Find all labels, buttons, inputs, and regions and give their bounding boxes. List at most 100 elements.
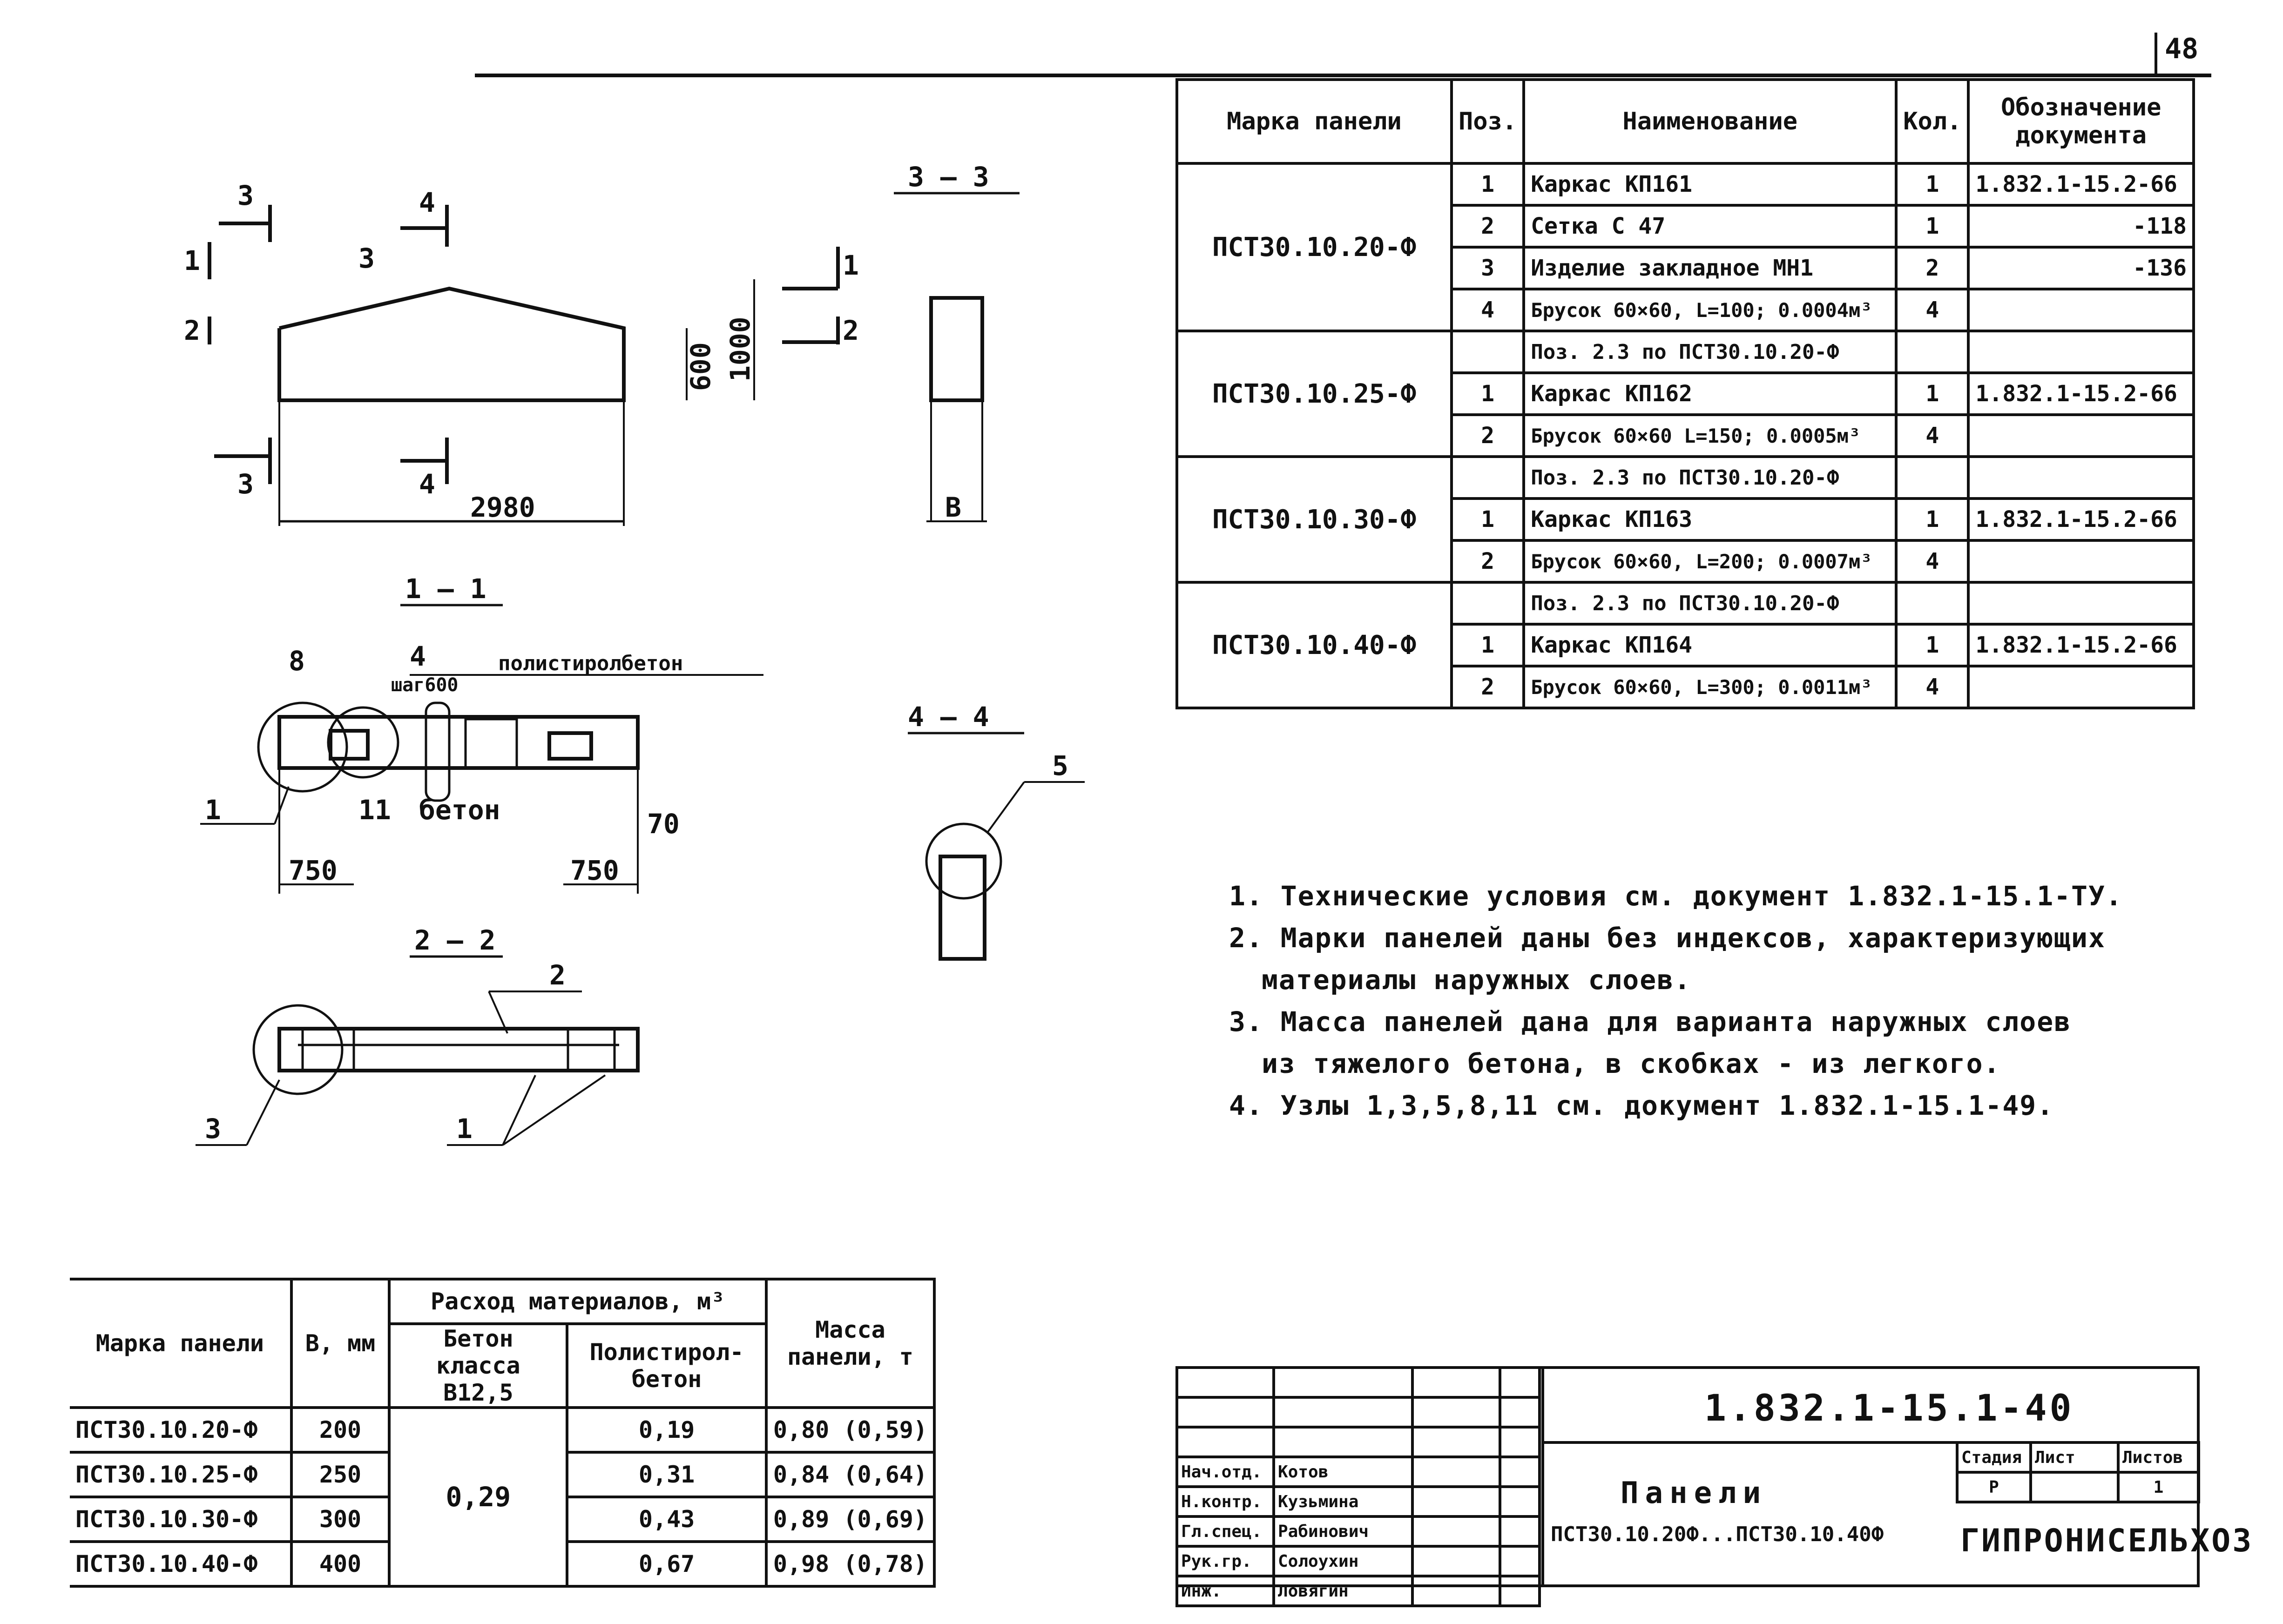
table-row: ПСТ30.10.25-Ф Поз. 2.3 по ПСТ30.10.20-Ф xyxy=(1175,330,2195,458)
spec-header-name: Наименование xyxy=(1522,78,1898,165)
note-line: материалы наружных слоев. xyxy=(1262,964,1691,996)
mat-b: 200 xyxy=(290,1406,391,1454)
spec-doc xyxy=(1967,539,2195,584)
note-line: 1. Технические условия см. документ 1.83… xyxy=(1229,880,2123,912)
spec-doc xyxy=(1967,665,2195,709)
signature-row: Инж.Ловягин xyxy=(1175,1575,1541,1607)
spec-qty: 2 xyxy=(1895,246,1970,290)
spec-pos: 1 xyxy=(1450,371,1526,416)
title-block: Нач.отд.Котов Н.контр.Кузьмина Гл.спец.Р… xyxy=(1175,1366,2251,1607)
mat-b: 400 xyxy=(290,1540,391,1588)
sheet-label: Лист xyxy=(2029,1441,2120,1474)
spec-mark: ПСТ30.10.40-Ф xyxy=(1175,581,1453,709)
dim-length: 2980 xyxy=(470,492,535,523)
spec-pos: 1 xyxy=(1450,623,1526,667)
spec-name: Каркас КП163 xyxy=(1522,497,1898,542)
spec-header-pos: Поз. xyxy=(1450,78,1526,165)
spec-header-mark: Марка панели xyxy=(1175,78,1453,165)
section-3-3-title: 3 – 3 xyxy=(908,161,989,193)
sig-role: Рук.гр. xyxy=(1175,1545,1275,1577)
table-row: 1 Каркас КП162 1 1.832.1-15.2-66 xyxy=(1177,371,2195,416)
signature-row: Нач.отд.Котов xyxy=(1175,1456,1541,1488)
section-2-2-title: 2 – 2 xyxy=(414,924,496,956)
spec-pos: 3 xyxy=(1450,246,1526,290)
spec-doc xyxy=(1967,413,2195,458)
table-row: ПСТ30.10.40-Ф 400 0,67 0,98 (0,78) xyxy=(70,1540,936,1588)
spec-doc: 1.832.1-15.2-66 xyxy=(1967,371,2195,416)
table-row: 2 Брусок 60×60, L=200; 0.0007м³ 4 xyxy=(1177,539,2195,584)
spec-qty: 1 xyxy=(1895,204,1970,249)
spec-qty: 4 xyxy=(1895,539,1970,584)
table-row: 1 Каркас КП164 1 1.832.1-15.2-66 xyxy=(1177,623,2195,667)
mat-header-row-2: Бетон класса В12,5 Полистирол-бетон xyxy=(70,1322,934,1409)
mat-mark: ПСТ30.10.20-Ф xyxy=(70,1406,293,1454)
signature-row: Н.контр.Кузьмина xyxy=(1175,1485,1541,1518)
signature-row: Рук.гр.Солоухин xyxy=(1175,1545,1541,1577)
label-polystyrene-concrete: полистиролбетон xyxy=(498,652,683,675)
spec-name: Каркас КП164 xyxy=(1522,623,1898,667)
cut-label-4-top: 4 xyxy=(419,187,435,218)
spec-name: Поз. 2.3 по ПСТ30.10.20-Ф xyxy=(1522,330,1898,374)
mat-header-mark: Марка панели xyxy=(70,1278,293,1409)
cut-label-2-right: 2 xyxy=(843,315,859,346)
spec-pos xyxy=(1450,330,1526,374)
mat-poly: 0,31 xyxy=(566,1451,768,1498)
mat-mark: ПСТ30.10.40-Ф xyxy=(70,1540,293,1588)
mat-mark: ПСТ30.10.25-Ф xyxy=(70,1451,293,1498)
table-row: ПСТ30.10.20-Ф 1 Каркас КП161 1 1.832.1-1… xyxy=(1175,162,2195,332)
spec-doc: -118 xyxy=(1967,204,2195,249)
cut-label-2-left: 2 xyxy=(184,315,200,346)
label-beton: бетон xyxy=(419,794,500,826)
cut-label-4-bottom: 4 xyxy=(419,468,435,500)
cut-label-3-bottom: 3 xyxy=(237,468,254,500)
spec-header-doc: Обозначение документа xyxy=(1967,78,2195,165)
spec-name: Брусок 60×60 L=150; 0.0005м³ xyxy=(1522,413,1898,458)
section-4-4-title: 4 – 4 xyxy=(908,701,989,733)
document-code: 1.832.1-15.1-40 xyxy=(1704,1388,2074,1429)
spec-doc: 1.832.1-15.2-66 xyxy=(1967,162,2195,207)
spec-doc xyxy=(1967,581,2195,626)
mat-mass: 0,84 (0,64) xyxy=(764,1451,936,1498)
mat-header-row-1: Марка панели B, мм Расход материалов, м³… xyxy=(70,1278,936,1409)
document-title: Панели xyxy=(1621,1476,1768,1510)
mat-b: 250 xyxy=(290,1451,391,1498)
spec-header-qty: Кол. xyxy=(1895,78,1970,165)
spec-qty xyxy=(1895,455,1970,500)
spec-pos xyxy=(1450,455,1526,500)
table-row: ПСТ30.10.30-Ф 300 0,43 0,89 (0,69) xyxy=(70,1496,936,1543)
label-1-section-22: 1 xyxy=(456,1113,473,1145)
note-line: 3. Масса панелей дана для варианта наруж… xyxy=(1229,1006,2072,1038)
mat-header-concrete: Бетон класса В12,5 xyxy=(388,1322,569,1409)
mat-header-consumption: Расход материалов, м³ xyxy=(388,1278,768,1325)
spec-name: Поз. 2.3 по ПСТ30.10.20-Ф xyxy=(1522,455,1898,500)
spec-mark: ПСТ30.10.25-Ф xyxy=(1175,330,1453,458)
label-3-section: 3 xyxy=(205,1113,221,1145)
table-row: 1 Каркас КП163 1 1.832.1-15.2-66 xyxy=(1177,497,2195,542)
sig-role: Инж. xyxy=(1175,1575,1275,1607)
top-rule-tick xyxy=(2155,33,2157,74)
materials-table: Марка панели B, мм Расход материалов, м³… xyxy=(70,1278,936,1588)
dim-750-right: 750 xyxy=(570,855,619,886)
spec-doc xyxy=(1967,455,2195,500)
pos-3-label: 3 xyxy=(358,243,375,274)
sig-name: Кузьмина xyxy=(1272,1485,1414,1518)
stage-value: Р xyxy=(1956,1471,2032,1503)
spec-qty xyxy=(1895,581,1970,626)
table-row: ПСТ30.10.30-Ф Поз. 2.3 по ПСТ30.10.20-Ф xyxy=(1175,455,2195,584)
mat-header-polystyrene: Полистирол-бетон xyxy=(566,1322,768,1409)
label-11: 11 xyxy=(358,794,391,826)
mat-mark: ПСТ30.10.30-Ф xyxy=(70,1496,293,1543)
cut-label-3-top: 3 xyxy=(237,180,254,211)
spec-qty: 1 xyxy=(1895,162,1970,207)
section-3-3-dim: B xyxy=(945,492,961,523)
sig-role: Гл.спец. xyxy=(1175,1515,1275,1548)
cut-label-1-left: 1 xyxy=(184,245,200,276)
spec-name: Брусок 60×60, L=100; 0.0004м³ xyxy=(1522,288,1898,332)
spec-name: Изделие закладное МН1 xyxy=(1522,246,1898,290)
note-line: 2. Марки панелей даны без индексов, хара… xyxy=(1229,922,2106,954)
spec-doc: 1.832.1-15.2-66 xyxy=(1967,497,2195,542)
spec-name: Сетка С 47 xyxy=(1522,204,1898,249)
spec-header-row: Марка панели Поз. Наименование Кол. Обоз… xyxy=(1175,78,2195,165)
organization-name: ГИПРОНИСЕЛЬХОЗ xyxy=(1960,1523,2254,1559)
